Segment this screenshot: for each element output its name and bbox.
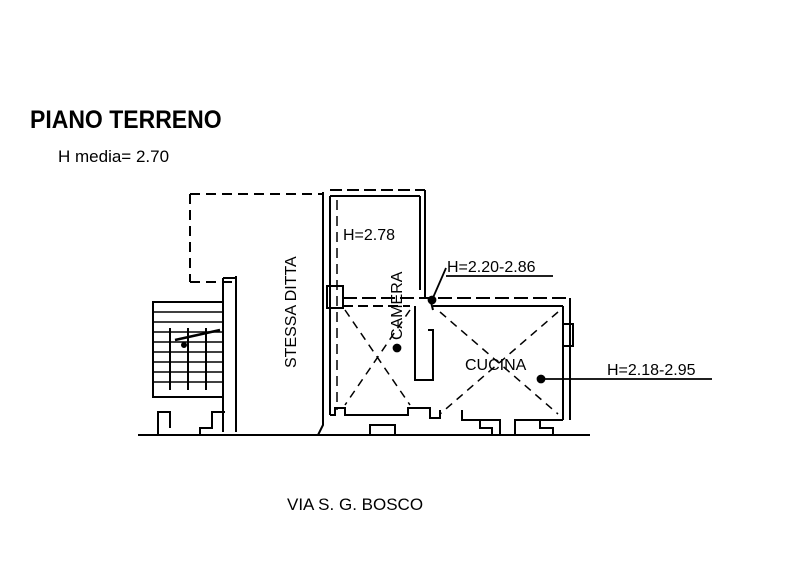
stair-block [152,277,237,432]
label-h-cucina: H=2.18-2.95 [607,362,696,379]
building-walls [157,189,574,436]
street-name: VIA S. G. BOSCO [287,495,423,514]
label-camera: CAMERA [389,271,406,340]
leaders [392,267,712,384]
label-stessa-ditta: STESSA DITTA [283,256,300,368]
room-diagonals [344,309,559,415]
plan-subtitle: H media= 2.70 [58,147,169,166]
label-cucina: CUCINA [465,357,527,374]
plan-title: PIANO TERRENO [30,106,222,134]
label-h-passage: H=2.20-2.86 [447,259,536,276]
label-h-camera: H=2.78 [343,227,395,244]
